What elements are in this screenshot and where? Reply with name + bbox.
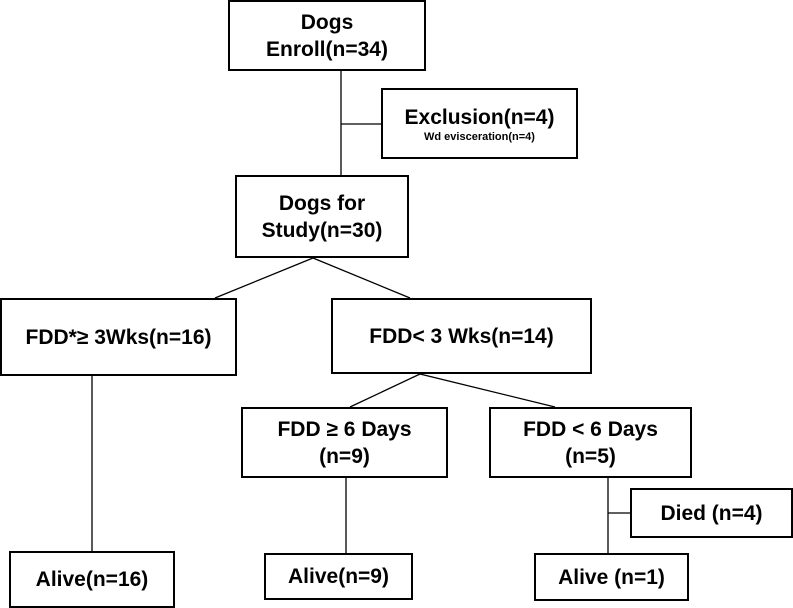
alive9-box: Alive(n=9)	[264, 553, 413, 600]
alive1-box: Alive (n=1)	[534, 553, 689, 601]
exclusion-title: Exclusion(n=4)	[404, 105, 555, 129]
enroll-box: Dogs Enroll(n=34)	[228, 0, 426, 71]
fdd-lt3wks-label: FDD< 3 Wks(n=14)	[369, 324, 554, 348]
fdd-ge3wks-box: FDD*≥ 3Wks(n=16)	[0, 298, 237, 376]
died-box: Died (n=4)	[630, 488, 793, 538]
study-title: Dogs for	[278, 191, 366, 215]
died-label: Died (n=4)	[660, 501, 763, 525]
connector-lt3wks-split-left	[349, 373, 421, 408]
fdd-lt3wks-box: FDD< 3 Wks(n=14)	[331, 298, 592, 374]
exclusion-reason: Wd evisceration(n=4)	[424, 130, 535, 143]
enroll-title: Dogs	[300, 10, 354, 34]
fdd-lt6days-count: (n=5)	[565, 444, 616, 468]
connector-study-split-right	[312, 257, 411, 299]
fdd-ge6days-count: (n=9)	[319, 444, 370, 468]
study-box: Dogs for Study(n=30)	[235, 175, 409, 258]
connector-lt3wks-split-right	[419, 373, 556, 408]
fdd-lt6days-box: FDD < 6 Days (n=5)	[489, 407, 692, 478]
fdd-ge3wks-label: FDD*≥ 3Wks(n=16)	[25, 325, 212, 349]
fdd-lt6days-label: FDD < 6 Days	[523, 417, 658, 441]
alive16-label: Alive(n=16)	[35, 568, 149, 591]
alive1-label: Alive (n=1)	[558, 565, 665, 589]
fdd-ge6days-label: FDD ≥ 6 Days	[277, 417, 412, 441]
alive16-box: Alive(n=16)	[9, 551, 175, 608]
connector-study-split-left	[214, 257, 314, 299]
fdd-ge6days-box: FDD ≥ 6 Days (n=9)	[241, 407, 448, 478]
alive9-label: Alive(n=9)	[288, 565, 389, 588]
enroll-count: Enroll(n=34)	[266, 37, 388, 61]
study-count: Study(n=30)	[261, 218, 383, 242]
exclusion-box: Exclusion(n=4) Wd evisceration(n=4)	[381, 88, 578, 159]
